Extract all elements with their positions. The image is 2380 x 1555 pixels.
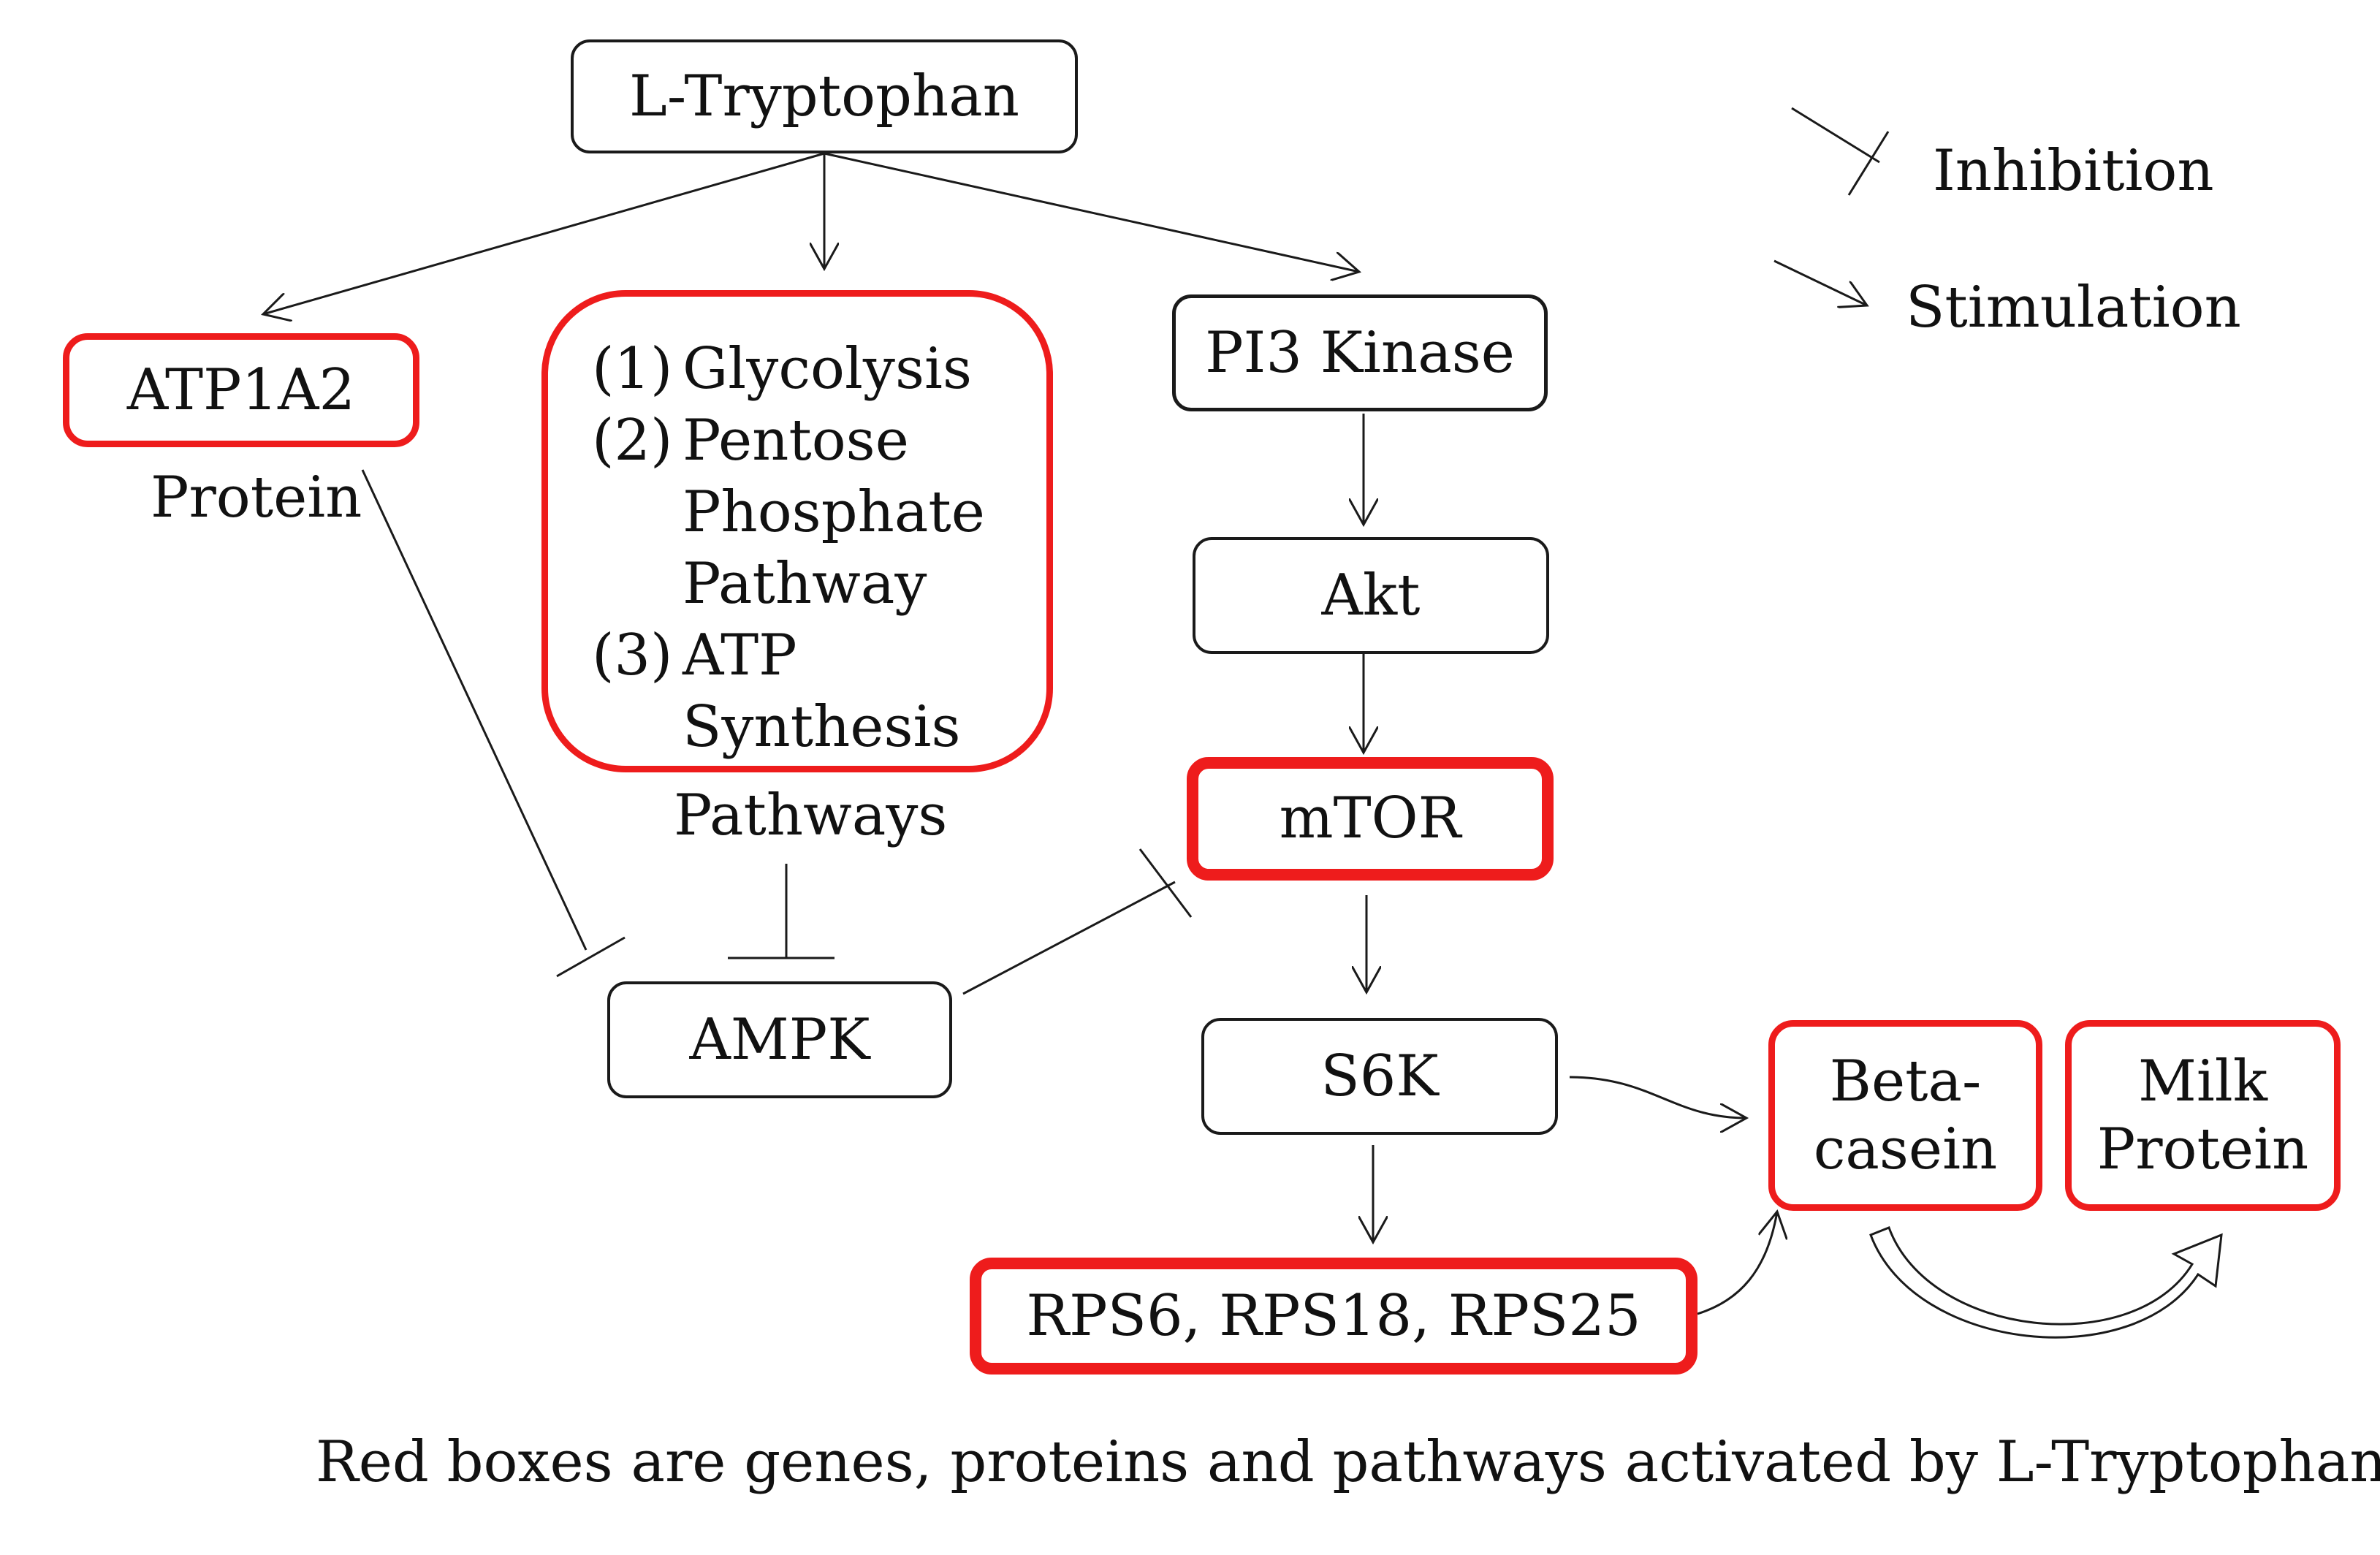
node-ampk: AMPK bbox=[607, 981, 952, 1098]
node-s6k: S6K bbox=[1201, 1018, 1558, 1135]
pathway-line: Pathway bbox=[683, 551, 927, 617]
node-ribosomal-proteins-label: RPS6, RPS18, RPS25 bbox=[1026, 1282, 1641, 1349]
node-s6k-label: S6K bbox=[1320, 1043, 1439, 1109]
node-atp1a2-sublabel: Protein bbox=[151, 465, 362, 531]
pathways-caption: Pathways bbox=[674, 783, 948, 848]
inhibition-bar-ampk-mtor bbox=[1138, 848, 1193, 918]
pathway-line: ATP bbox=[683, 623, 797, 688]
node-l-tryptophan: L-Tryptophan bbox=[571, 39, 1078, 153]
node-l-tryptophan-label: L-Tryptophan bbox=[629, 63, 1019, 129]
node-beta-casein: Beta- casein bbox=[1768, 1020, 2042, 1211]
node-beta-casein-line: Beta- bbox=[1829, 1049, 1982, 1115]
node-mtor: mTOR bbox=[1187, 757, 1554, 881]
edge-rps-betacasein bbox=[1697, 1212, 1777, 1315]
edge-ampk-mtor bbox=[962, 881, 1176, 995]
pathway-line: Synthesis bbox=[683, 694, 961, 760]
node-pi3-kinase-label: PI3 Kinase bbox=[1205, 319, 1515, 386]
node-mtor-label: mTOR bbox=[1279, 786, 1461, 852]
edge-atp1a2-ampk bbox=[361, 469, 588, 951]
pathway-item-atp-synthesis: (3) ATP Synthesis bbox=[592, 620, 960, 763]
node-metabolic-pathways: (1) Glycolysis (2) Pentose Phosphate Pat… bbox=[541, 290, 1053, 772]
pathway-number: (1) bbox=[592, 336, 673, 402]
node-atp1a2-label: ATP1A2 bbox=[126, 357, 356, 423]
edge-s6k-betacasein bbox=[1569, 1076, 1746, 1118]
inhibition-bar-atp1a2-ampk bbox=[556, 936, 626, 978]
legend-stimulation-line bbox=[1773, 259, 1867, 305]
node-milk-protein: Milk Protein bbox=[2065, 1020, 2341, 1211]
legend-inhibition-line bbox=[1791, 107, 1880, 164]
pathway-item-glycolysis: (1) Glycolysis bbox=[592, 333, 972, 405]
node-milk-protein-text: Milk Protein bbox=[2097, 1048, 2308, 1182]
pathway-line: Pentose bbox=[683, 408, 909, 474]
node-beta-casein-text: Beta- casein bbox=[1814, 1048, 1998, 1182]
pathway-text: Pentose Phosphate Pathway bbox=[683, 405, 985, 620]
node-atp1a2: ATP1A2 bbox=[63, 333, 419, 447]
edge-betacasein-milkprotein bbox=[1869, 1226, 2223, 1339]
edge-tryptophan-pi3k bbox=[824, 152, 1359, 272]
legend-inhibition-label: Inhibition bbox=[1933, 138, 2214, 204]
pathway-number: (3) bbox=[592, 623, 673, 688]
node-milk-protein-line: Milk bbox=[2137, 1049, 2267, 1115]
pathway-text: Glycolysis bbox=[683, 333, 972, 405]
node-akt-label: Akt bbox=[1321, 562, 1421, 628]
legend-stimulation-label: Stimulation bbox=[1906, 275, 2241, 341]
pathway-line: Phosphate bbox=[683, 479, 985, 545]
footnote-caption: Red boxes are genes, proteins and pathwa… bbox=[316, 1429, 2380, 1495]
node-beta-casein-line: casein bbox=[1813, 1116, 1998, 1182]
pathway-item-pentose-phosphate: (2) Pentose Phosphate Pathway bbox=[592, 405, 985, 620]
node-milk-protein-line: Protein bbox=[2096, 1116, 2309, 1182]
pathway-line: Glycolysis bbox=[683, 336, 972, 402]
pathway-number: (2) bbox=[592, 408, 673, 474]
legend-inhibition-bar bbox=[1847, 131, 1890, 196]
node-pi3-kinase: PI3 Kinase bbox=[1172, 294, 1548, 411]
pathway-text: ATP Synthesis bbox=[683, 620, 960, 763]
node-ribosomal-proteins: RPS6, RPS18, RPS25 bbox=[970, 1258, 1697, 1375]
node-akt: Akt bbox=[1193, 537, 1549, 654]
edge-tryptophan-atp1a2 bbox=[263, 152, 825, 314]
node-ampk-label: AMPK bbox=[689, 1006, 870, 1073]
